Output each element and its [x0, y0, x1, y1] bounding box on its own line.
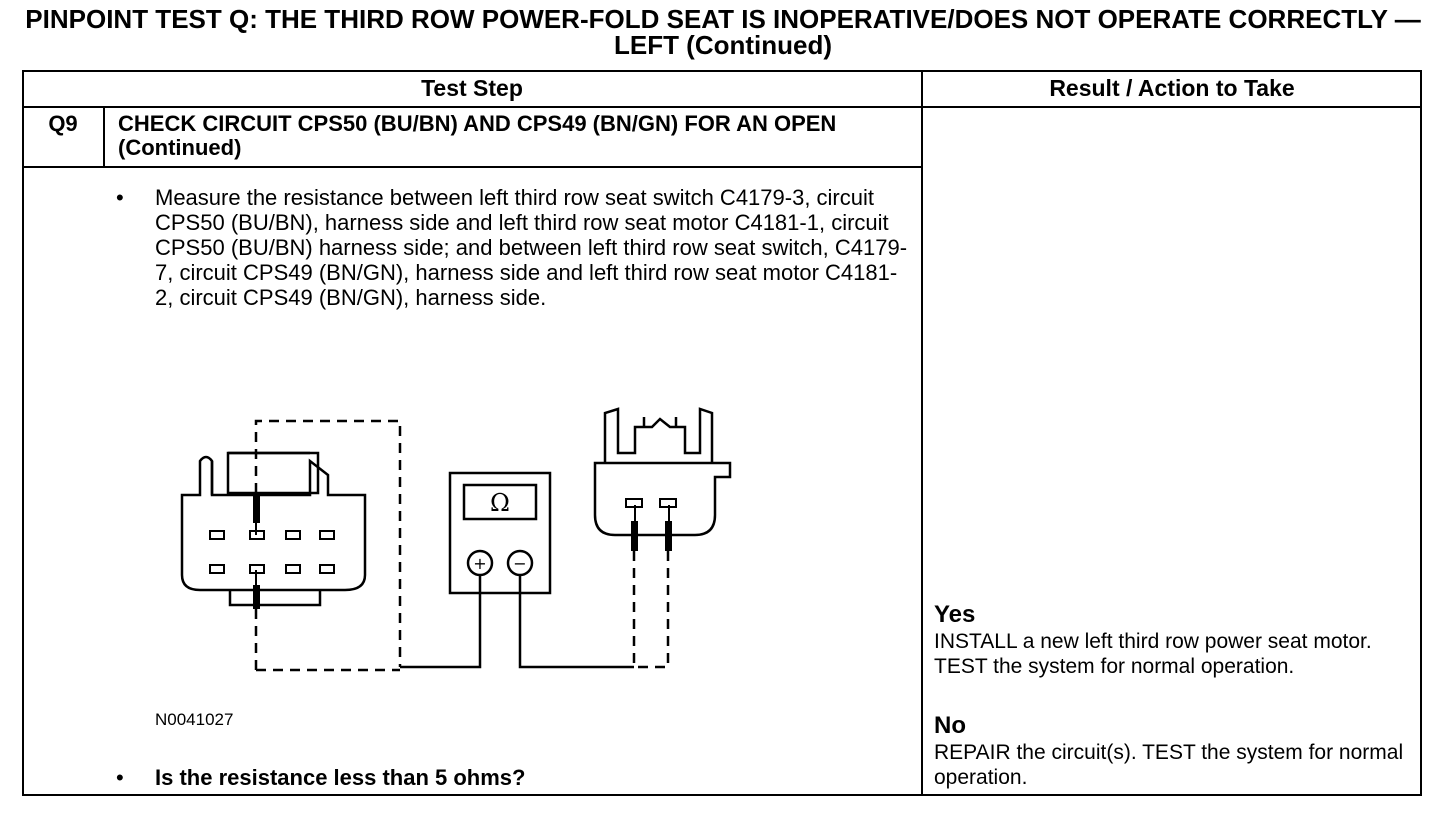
- header-test-step: Test Step: [421, 75, 523, 101]
- seat-switch-cavities: [209, 530, 335, 574]
- ohm-symbol: Ω: [490, 489, 510, 517]
- no-action: REPAIR the circuit(s). TEST the system f…: [934, 741, 1404, 789]
- step-question: Is the resistance less than 5 ohms?: [155, 765, 526, 790]
- step-id-divider: [103, 106, 105, 167]
- no-label: No: [934, 712, 966, 739]
- dashed-leads: [254, 419, 670, 672]
- test-probes: [253, 493, 672, 609]
- minus-symbol: −: [513, 554, 526, 573]
- meter-leads: [400, 575, 634, 669]
- connector-measurement-diagram: Ω + −: [180, 407, 732, 672]
- test-table: [22, 70, 1422, 796]
- header-result: Result / Action to Take: [1049, 75, 1295, 101]
- plus-symbol: +: [473, 554, 486, 573]
- step-title: CHECK CIRCUIT CPS50 (BU/BN) AND CPS49 (B…: [118, 111, 837, 160]
- yes-action: INSTALL a new left third row power seat …: [934, 630, 1372, 678]
- step-instruction: Measure the resistance between left thir…: [155, 185, 908, 310]
- bullet-icon: •: [116, 185, 124, 210]
- figure-id: N0041027: [155, 710, 234, 729]
- page-title: PINPOINT TEST Q: THE THIRD ROW POWER-FOL…: [25, 4, 1421, 60]
- seat-motor-connector: [593, 407, 732, 537]
- seat-switch-connector: [180, 451, 367, 607]
- yes-label: Yes: [934, 601, 976, 628]
- step-id: Q9: [48, 111, 78, 136]
- column-divider: [921, 70, 923, 796]
- step-title-divider: [22, 166, 922, 168]
- header-divider: [22, 106, 1422, 108]
- ohmmeter: [448, 471, 552, 595]
- bullet-icon: •: [116, 765, 124, 790]
